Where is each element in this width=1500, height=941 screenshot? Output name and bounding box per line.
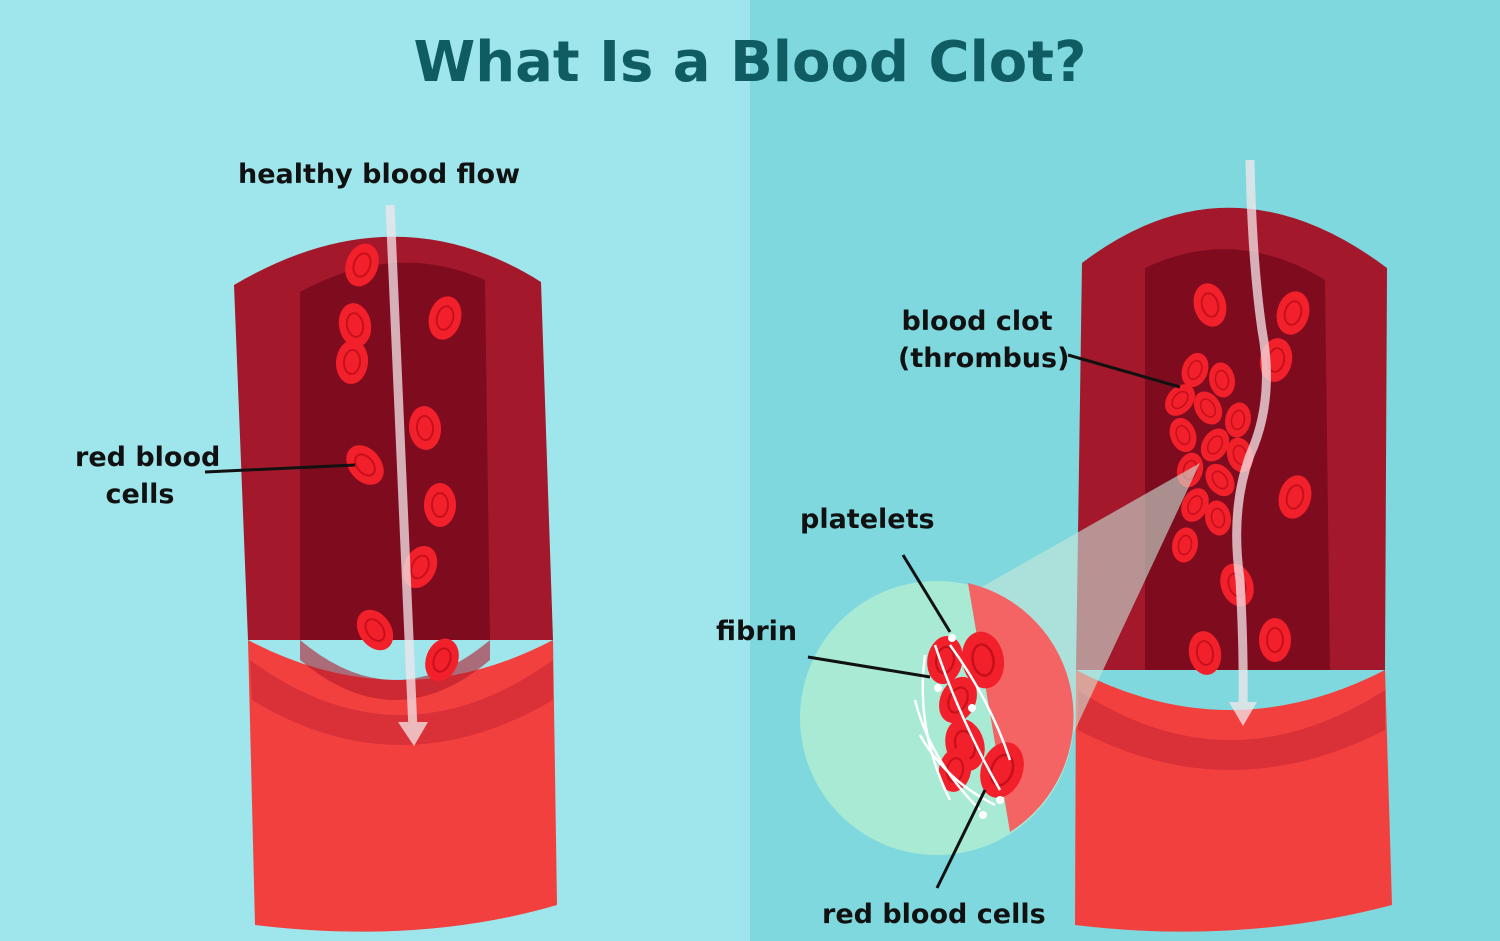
platelets-pointer-line [901, 554, 952, 633]
blood-clot-label: blood clot (thrombus) [898, 303, 1070, 377]
fibrin-label: fibrin [716, 616, 798, 647]
red-blood-cells-bottom-label: red blood cells [822, 899, 1046, 930]
healthy-vessel-shade [250, 660, 553, 745]
red-blood-cells-left-label: red blood cells [75, 439, 221, 513]
red-blood-cells-left-line2: cells [105, 479, 175, 510]
clot-pointer-line [1067, 353, 1181, 389]
healthy-flow-arrow [385, 204, 428, 746]
blood-clot-line2: (thrombus) [898, 343, 1070, 374]
healthy-blood-flow-label: healthy blood flow [238, 159, 521, 190]
zoom-circle [800, 581, 1074, 855]
healthy-vessel [234, 236, 557, 932]
platelets-label: platelets [800, 504, 935, 535]
blood-clot-line1: blood clot [901, 306, 1053, 337]
clot-flow-arrow [1229, 159, 1271, 726]
fibrin-pointer-line [807, 655, 931, 679]
page-title: What Is a Blood Clot? [413, 30, 1087, 95]
clot-vessel-shade [1078, 690, 1385, 770]
fibrin-strands [913, 644, 1012, 811]
rbc-bottom-pointer-line [935, 789, 987, 889]
healthy-vessel-inner-rim [300, 640, 490, 700]
red-blood-cells-left-line1: red blood [75, 442, 221, 473]
rbc-left-pointer-line [204, 463, 356, 474]
platelet-dots [934, 634, 1004, 819]
